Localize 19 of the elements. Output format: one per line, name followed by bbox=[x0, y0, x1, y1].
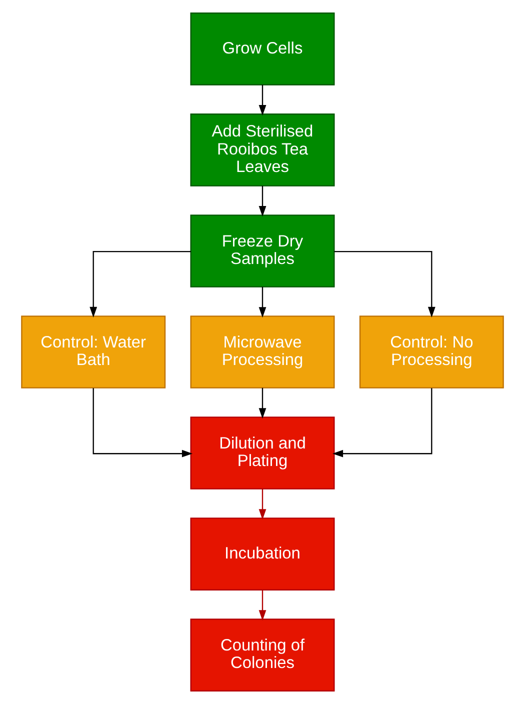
arrow bbox=[258, 84, 266, 116]
arrow bbox=[334, 250, 435, 318]
node-box: Dilution and Plating bbox=[190, 416, 334, 490]
arrow bbox=[258, 388, 266, 419]
node-box: Microwave Processing bbox=[190, 316, 334, 388]
arrow bbox=[258, 590, 266, 621]
arrow bbox=[258, 186, 266, 217]
arrow bbox=[89, 250, 190, 318]
node-box: Control: Water Bath bbox=[20, 316, 166, 388]
node-box: Incubation bbox=[190, 518, 334, 590]
node-box: Grow Cells bbox=[190, 12, 334, 86]
node-box: Add Sterilised Rooibos Tea Leaves bbox=[190, 114, 334, 186]
node-box: Freeze Dry Samples bbox=[190, 214, 334, 288]
arrow bbox=[92, 388, 192, 458]
arrow bbox=[258, 286, 266, 318]
arrow bbox=[332, 388, 432, 458]
node-box: Control: No Processing bbox=[358, 316, 504, 388]
arrow bbox=[258, 488, 266, 520]
node-box: Counting of Colonies bbox=[190, 618, 334, 692]
